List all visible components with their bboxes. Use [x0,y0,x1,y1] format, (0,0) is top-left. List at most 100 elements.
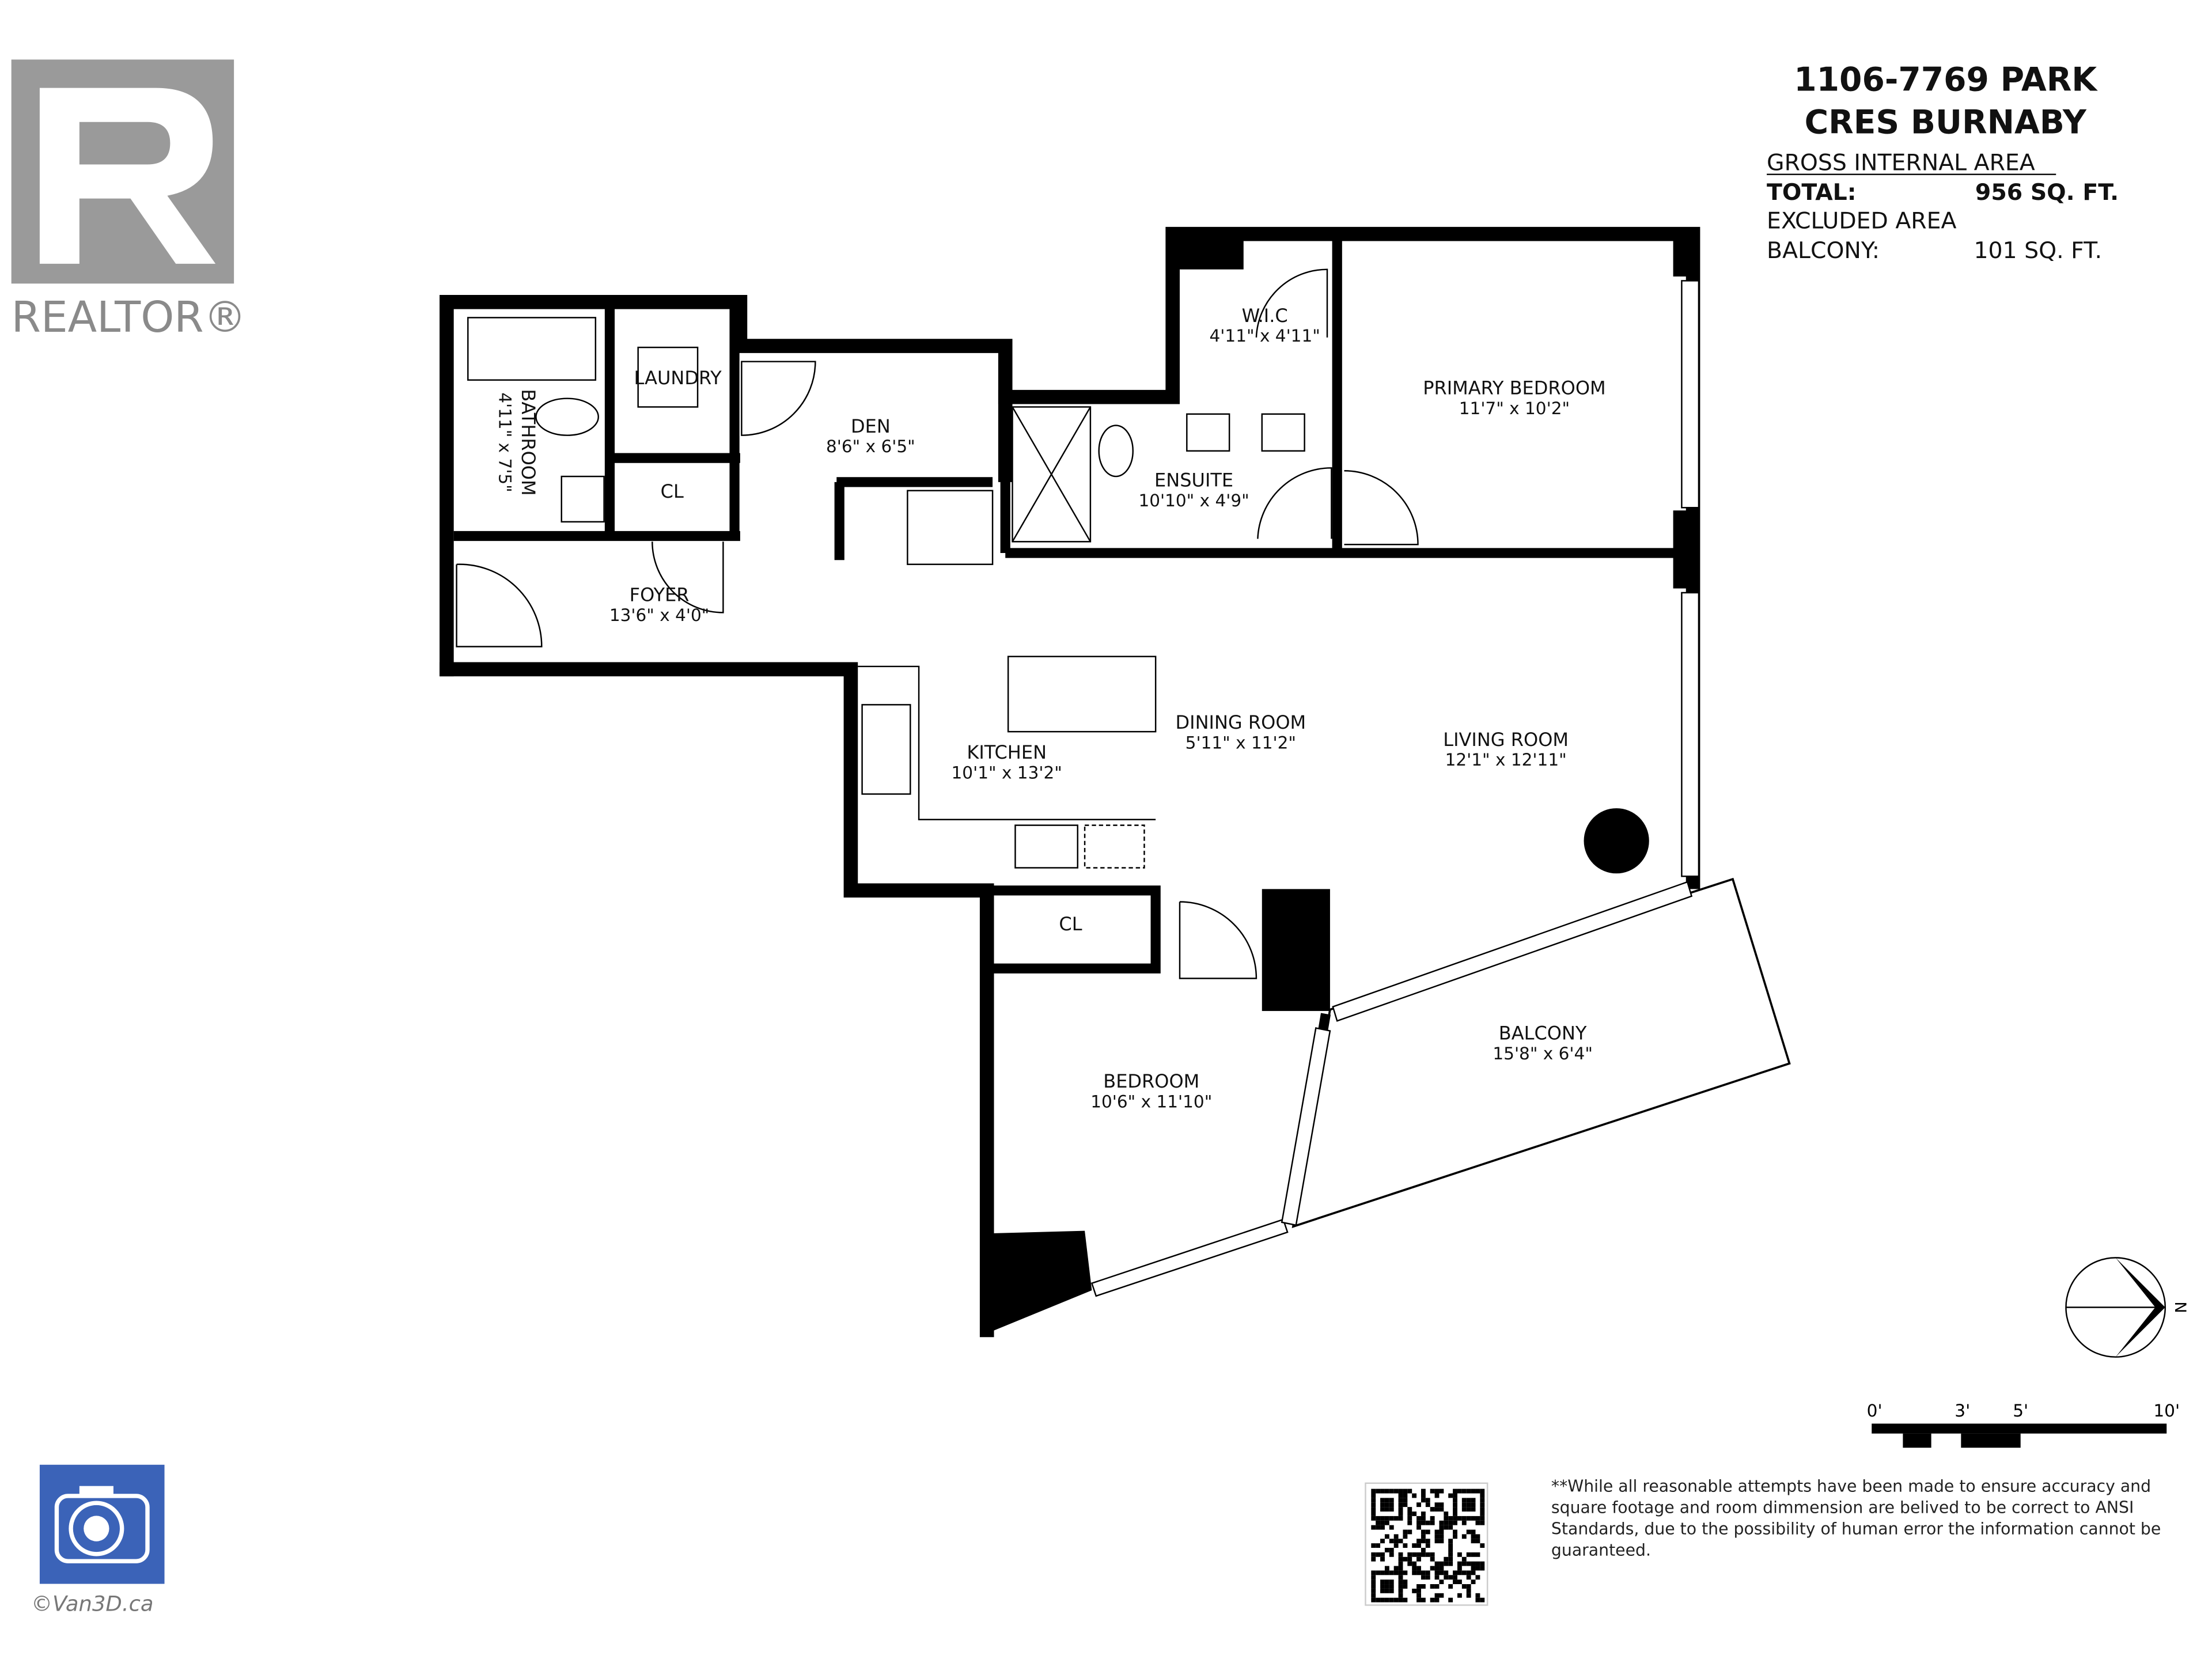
qr-module [1448,1552,1453,1557]
qr-module [1421,1493,1426,1498]
qr-module [1403,1498,1408,1503]
qr-module [1444,1525,1449,1530]
qr-module [1461,1507,1467,1512]
qr-module [1471,1534,1476,1539]
qr-module [1421,1534,1426,1539]
qr-module [1475,1552,1480,1557]
windows [1090,280,1700,1297]
qr-module [1421,1552,1426,1557]
qr-module [1466,1593,1471,1598]
qr-module [1380,1516,1385,1521]
qr-module [1371,1584,1376,1589]
qr-module [1444,1520,1449,1525]
qr-module [1412,1588,1417,1593]
qr-module [1389,1498,1394,1503]
qr-module [1380,1556,1385,1562]
qr-module [1403,1534,1408,1539]
qr-module [1393,1597,1399,1603]
qr-module [1480,1543,1485,1548]
scale-tick: 5' [2013,1401,2028,1421]
qr-module [1480,1493,1485,1498]
qr-module [1457,1570,1462,1575]
qr-module [1398,1575,1403,1580]
qr-module [1434,1539,1440,1544]
qr-module [1403,1556,1408,1562]
qr-module [1471,1539,1476,1544]
qr-module [1403,1488,1408,1494]
room-name-wic: W.I.C [1242,305,1288,327]
room-name-laundry: LAUNDRY [634,367,722,389]
qr-module [1439,1570,1444,1575]
qr-module [1398,1507,1403,1512]
qr-module [1434,1488,1440,1494]
qr-module [1403,1570,1408,1575]
room-dims-bathroom: 4'11" x 7'5" [495,392,514,493]
qr-module [1371,1516,1376,1521]
qr-module [1393,1534,1399,1539]
qr-module [1457,1580,1462,1585]
qr-module [1434,1502,1440,1508]
qr-module [1444,1516,1449,1521]
qr-module [1371,1570,1376,1575]
qr-module [1389,1516,1394,1521]
qr-module [1430,1566,1435,1571]
qr-module [1461,1488,1467,1494]
qr-module [1425,1552,1430,1557]
qr-module [1448,1543,1453,1548]
qr-module [1439,1529,1444,1535]
qr-module [1407,1520,1412,1525]
qr-module [1471,1566,1476,1571]
qr-module [1444,1556,1449,1562]
qr-module [1398,1539,1403,1544]
qr-module [1434,1593,1440,1598]
qr-module [1398,1561,1403,1566]
qr-module [1380,1580,1385,1585]
qr-module [1416,1520,1421,1525]
qr-module [1434,1597,1440,1603]
qr-module [1389,1539,1394,1544]
room-dims-den: 8'6" x 6'5" [826,437,915,456]
qr-module [1384,1588,1389,1593]
qr-module [1480,1498,1485,1503]
qr-module [1471,1507,1476,1512]
qr-module [1466,1588,1471,1593]
qr-module [1425,1502,1430,1508]
qr-module [1412,1493,1417,1498]
qr-module [1389,1597,1394,1603]
qr-module [1403,1493,1408,1498]
qr-module [1480,1516,1485,1521]
qr-module [1407,1516,1412,1521]
realtor-logo: REALTOR® [12,59,246,342]
qr-module [1393,1566,1399,1571]
qr-module [1430,1520,1435,1525]
qr-module [1448,1539,1453,1544]
qr-module [1466,1502,1471,1508]
qr-code[interactable] [1365,1482,1488,1606]
qr-module [1475,1539,1480,1544]
qr-module [1380,1525,1385,1530]
qr-module [1471,1529,1476,1535]
qr-module [1430,1507,1435,1512]
qr-module [1448,1556,1453,1562]
qr-module [1384,1584,1389,1589]
qr-module [1430,1552,1435,1557]
qr-module [1439,1525,1444,1530]
qr-module [1371,1498,1376,1503]
qr-module [1466,1575,1471,1580]
qr-module [1421,1498,1426,1503]
room-name-balcony: BALCONY [1499,1022,1587,1044]
qr-module [1453,1502,1457,1508]
qr-module [1376,1516,1381,1521]
qr-module [1480,1512,1485,1516]
qr-module [1448,1584,1453,1589]
qr-module [1457,1561,1462,1566]
qr-module [1471,1570,1476,1575]
qr-module [1471,1498,1476,1503]
disclaimer: **While all reasonable attempts have bee… [1551,1477,2161,1560]
qr-module [1480,1488,1485,1494]
qr-module [1421,1529,1426,1535]
qr-module [1384,1507,1389,1512]
qr-module [1398,1556,1403,1562]
qr-module [1384,1498,1389,1503]
qr-module [1371,1493,1376,1498]
